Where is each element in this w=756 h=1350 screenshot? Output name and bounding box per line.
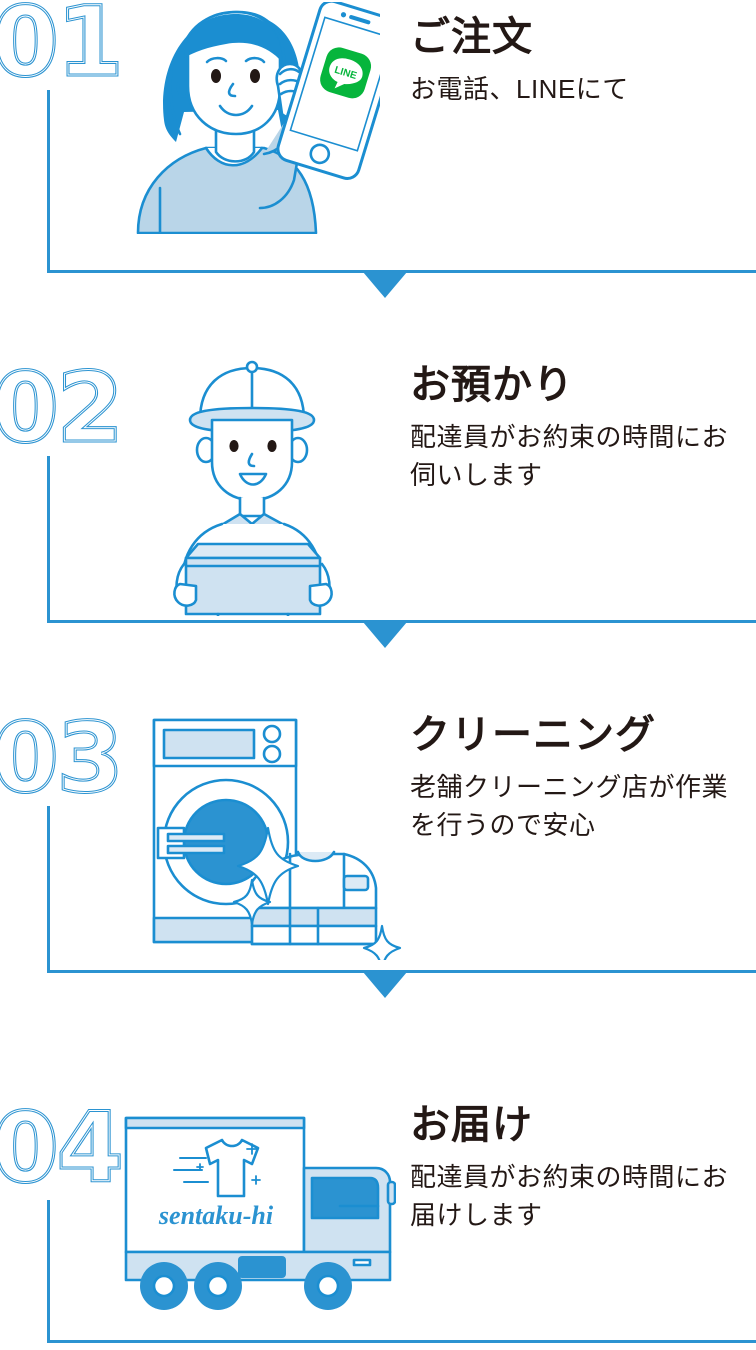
connector-vertical-04 bbox=[47, 1200, 50, 1343]
step-text-02: お預かり 配達員がお約束の時間にお伺いします bbox=[410, 362, 750, 495]
step-number-02: 02 bbox=[0, 359, 125, 458]
step-item-03: 03 bbox=[0, 690, 756, 1030]
step-title-04: お届け bbox=[410, 1103, 533, 1147]
connector-horizontal-02 bbox=[47, 620, 756, 623]
step-title-03: クリーニング bbox=[410, 713, 656, 757]
step-description-02: 配達員がお約束の時間にお伺いします bbox=[410, 422, 729, 490]
truck-brand-label: sentaku-hi bbox=[158, 1201, 274, 1230]
connector-vertical-03 bbox=[47, 806, 50, 972]
step-text-01: ご注文 お電話、LINEにて bbox=[410, 14, 750, 109]
washing-machine-illustration bbox=[148, 712, 406, 960]
delivery-person-illustration bbox=[160, 358, 346, 616]
step-title-01: ご注文 bbox=[410, 15, 533, 59]
step-description-03: 老舗クリーニング店が作業を行うので安心 bbox=[410, 772, 729, 840]
line-app-icon: LINE bbox=[320, 47, 372, 99]
connector-vertical-02 bbox=[47, 456, 50, 622]
connector-horizontal-04 bbox=[47, 1340, 756, 1343]
connector-vertical-01 bbox=[47, 90, 50, 272]
step-number-04: 04 bbox=[0, 1099, 125, 1198]
arrow-down-icon-03 bbox=[363, 972, 407, 998]
connector-horizontal-01 bbox=[47, 270, 756, 273]
woman-on-phone-illustration: LINE bbox=[128, 2, 380, 234]
step-text-04: お届け 配達員がお約束の時間にお届けします bbox=[410, 1102, 750, 1235]
step-item-01: 01 bbox=[0, 0, 756, 340]
arrow-down-icon-02 bbox=[363, 622, 407, 648]
step-item-02: 02 bbox=[0, 340, 756, 680]
arrow-down-icon-01 bbox=[363, 272, 407, 298]
step-title-02: お預かり bbox=[410, 363, 574, 407]
step-number-01: 01 bbox=[0, 0, 125, 92]
step-number-03: 03 bbox=[0, 709, 125, 808]
step-item-04: 04 bbox=[0, 1040, 756, 1350]
step-description-01: お電話、LINEにて bbox=[410, 74, 629, 105]
connector-horizontal-03 bbox=[47, 970, 756, 973]
step-text-03: クリーニング 老舗クリーニング店が作業を行うので安心 bbox=[410, 712, 750, 845]
delivery-truck-illustration: sentaku-hi bbox=[118, 1100, 396, 1322]
step-description-04: 配達員がお約束の時間にお届けします bbox=[410, 1162, 729, 1230]
